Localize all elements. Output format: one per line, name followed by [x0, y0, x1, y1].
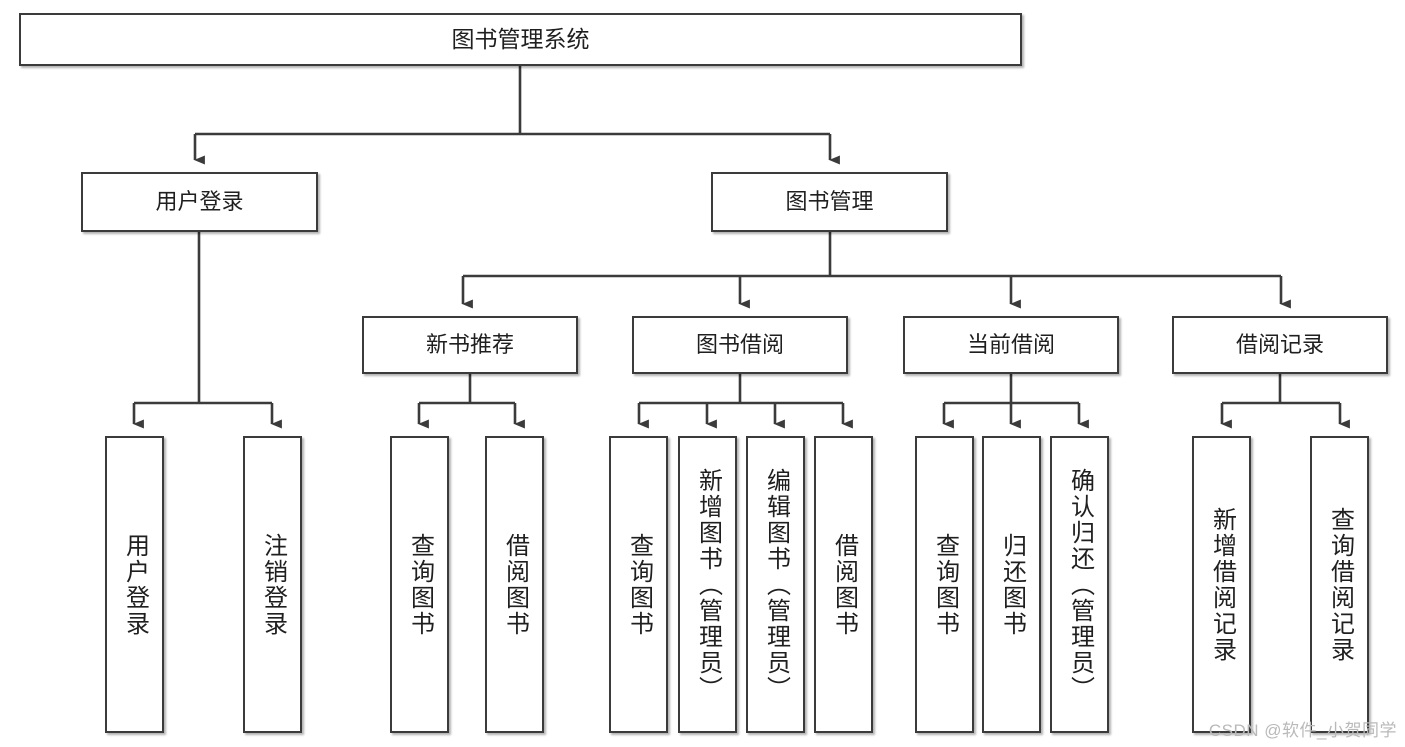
node-label: 图书管理 [785, 189, 874, 215]
node-label: 编辑图书（管理员） [762, 467, 790, 702]
leaf-logout[interactable]: 注销登录 [243, 436, 302, 733]
node-label: 当前借阅 [966, 332, 1055, 358]
node-label: 借阅图书 [501, 532, 529, 637]
node-label: 新书推荐 [425, 332, 514, 358]
node-label: 新增借阅记录 [1208, 506, 1236, 663]
node-current-borrow[interactable]: 当前借阅 [903, 316, 1119, 374]
node-user-login-module[interactable]: 用户登录 [81, 172, 318, 232]
leaf-return-books[interactable]: 归还图书 [982, 436, 1041, 733]
node-label: 查询图书 [931, 532, 959, 637]
node-label: 确认归还（管理员） [1066, 467, 1094, 702]
csdn-watermark: CSDN @软件_小贺同学 [1208, 721, 1397, 740]
node-label: 图书管理系统 [451, 26, 590, 53]
leaf-query-borrow-record[interactable]: 查询借阅记录 [1310, 436, 1369, 733]
node-new-book-recommend[interactable]: 新书推荐 [362, 316, 578, 374]
node-label: 查询借阅记录 [1326, 506, 1354, 663]
leaf-add-book-admin[interactable]: 新增图书（管理员） [678, 436, 737, 733]
leaf-user-login[interactable]: 用户登录 [105, 436, 164, 733]
leaf-add-borrow-record[interactable]: 新增借阅记录 [1192, 436, 1251, 733]
leaf-edit-book-admin[interactable]: 编辑图书（管理员） [746, 436, 805, 733]
leaf-borrow-books-recommend[interactable]: 借阅图书 [485, 436, 544, 733]
node-label: 用户登录 [155, 189, 244, 215]
node-root-system[interactable]: 图书管理系统 [19, 13, 1022, 66]
node-label: 归还图书 [998, 532, 1026, 637]
leaf-query-books-recommend[interactable]: 查询图书 [390, 436, 449, 733]
node-label: 借阅记录 [1235, 332, 1324, 358]
node-label: 借阅图书 [830, 532, 858, 637]
node-label: 查询图书 [406, 532, 434, 637]
node-label: 查询图书 [625, 532, 653, 637]
leaf-confirm-return-admin[interactable]: 确认归还（管理员） [1050, 436, 1109, 733]
node-label: 用户登录 [121, 532, 149, 637]
node-label: 图书借阅 [695, 332, 784, 358]
node-book-borrow[interactable]: 图书借阅 [632, 316, 848, 374]
node-label: 新增图书（管理员） [694, 467, 722, 702]
leaf-query-books-current[interactable]: 查询图书 [915, 436, 974, 733]
node-label: 注销登录 [259, 532, 287, 637]
node-borrow-records[interactable]: 借阅记录 [1172, 316, 1388, 374]
leaf-query-books-borrow[interactable]: 查询图书 [609, 436, 668, 733]
node-book-management-module[interactable]: 图书管理 [711, 172, 948, 232]
leaf-borrow-books[interactable]: 借阅图书 [814, 436, 873, 733]
